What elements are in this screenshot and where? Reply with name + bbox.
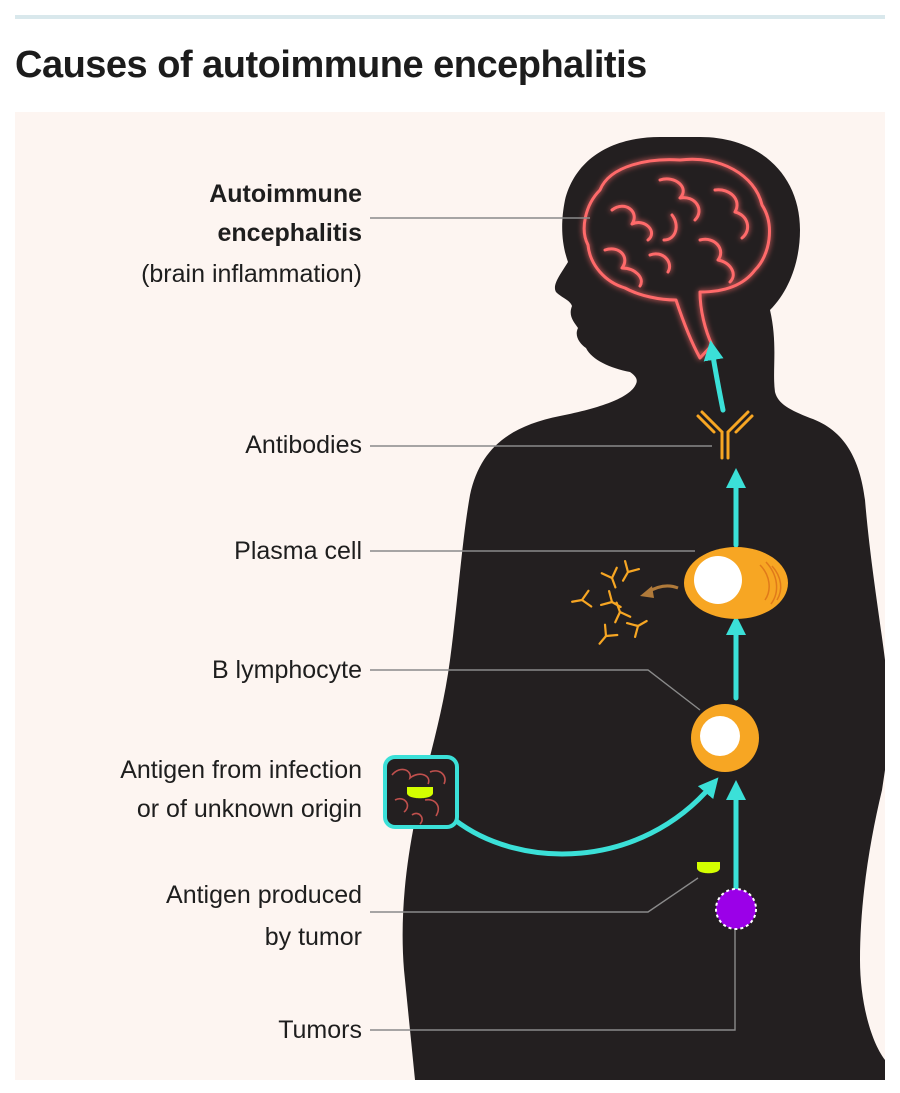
- label-tumors: Tumors: [278, 1016, 362, 1044]
- label-antigen-tumor-1: Antigen produced: [166, 881, 362, 909]
- antibody-cluster: [571, 559, 648, 645]
- label-b-lymphocyte: B lymphocyte: [211, 656, 362, 684]
- page-title: Causes of autoimmune encephalitis: [15, 44, 647, 86]
- top-rule: [15, 15, 885, 19]
- label-encephalitis-2: encephalitis: [217, 219, 363, 247]
- tumor-icon: [715, 888, 757, 930]
- label-antibodies: Antibodies: [245, 431, 362, 459]
- b-lymphocyte-icon: [691, 704, 759, 772]
- brain-icon: [582, 157, 771, 360]
- label-antigen-infection-1: Antigen from infection: [120, 756, 362, 784]
- label-encephalitis-1: Autoimmune: [209, 180, 362, 208]
- body-silhouette: [402, 137, 885, 1080]
- antibody-icon: [696, 410, 754, 460]
- antigen-icon: [697, 862, 720, 874]
- secretion-arrow: [640, 584, 679, 598]
- label-plasma-cell: Plasma cell: [234, 537, 362, 565]
- infection-inset-icon: [383, 755, 459, 829]
- leader-lines: [370, 217, 736, 1031]
- label-antigen-infection-2: or of unknown origin: [136, 795, 362, 823]
- label-antigen-tumor-2: by tumor: [264, 923, 362, 951]
- label-encephalitis-3: (brain inflammation): [141, 260, 362, 288]
- pathway-arrows: [452, 340, 746, 891]
- plasma-cell-icon: [684, 547, 788, 619]
